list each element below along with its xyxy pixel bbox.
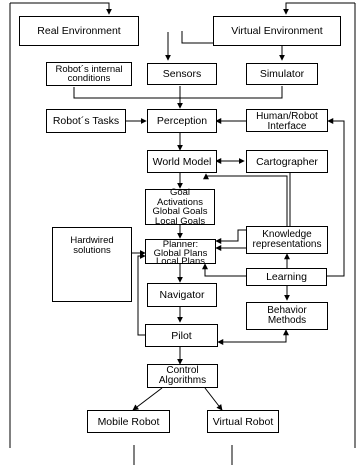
cartographer-box: Cartographer (246, 150, 328, 173)
control-to-virtual-robot (204, 387, 223, 411)
navigator-box: Navigator (147, 283, 217, 307)
virtual-robot-feedback-line (231, 2, 356, 465)
learning-to-hri (327, 118, 345, 277)
hardwired-solutions-box: Hardwired solutions (52, 227, 132, 302)
learning-box: Learning (246, 268, 327, 286)
simulator-box: Simulator (246, 63, 318, 85)
learning-to-planner (202, 263, 246, 277)
mobile-robot-feedback-line (9, 2, 135, 465)
perception-box: Perception (147, 109, 217, 133)
internal-conditions-box: Robot´s internal conditions (46, 62, 132, 86)
pilot-to-planner (137, 253, 146, 336)
virtual-environment-box: Virtual Environment (213, 16, 341, 46)
simulator-to-perception (180, 86, 283, 99)
mobile-robot-box: Mobile Robot (87, 410, 170, 433)
real-environment-box: Real Environment (19, 16, 139, 46)
goals-box: Goal Activations Global Goals Local Goal… (145, 188, 215, 226)
internal-to-perception (73, 87, 180, 99)
cartographer-to-planner (215, 172, 291, 244)
pilot-behavior-link (217, 329, 289, 345)
robots-tasks-box: Robot´s Tasks (46, 109, 126, 133)
control-algorithms-box: Control Algorithms (147, 364, 218, 388)
virtual-robot-box: Virtual Robot (207, 410, 279, 433)
planner-box: Planner: Global Plans Local Plans (145, 239, 216, 266)
sensors-box: Sensors (147, 63, 217, 85)
behavior-methods-box: Behavior Methods (246, 302, 328, 330)
pilot-box: Pilot (145, 324, 218, 347)
human-robot-interface-box: Human/Robot Interface (246, 109, 328, 132)
knowledge-to-world-model (203, 173, 288, 226)
knowledge-representations-box: Knowledge representations (246, 226, 328, 254)
control-to-mobile-robot (132, 387, 163, 411)
world-model-box: World Model (147, 150, 217, 173)
